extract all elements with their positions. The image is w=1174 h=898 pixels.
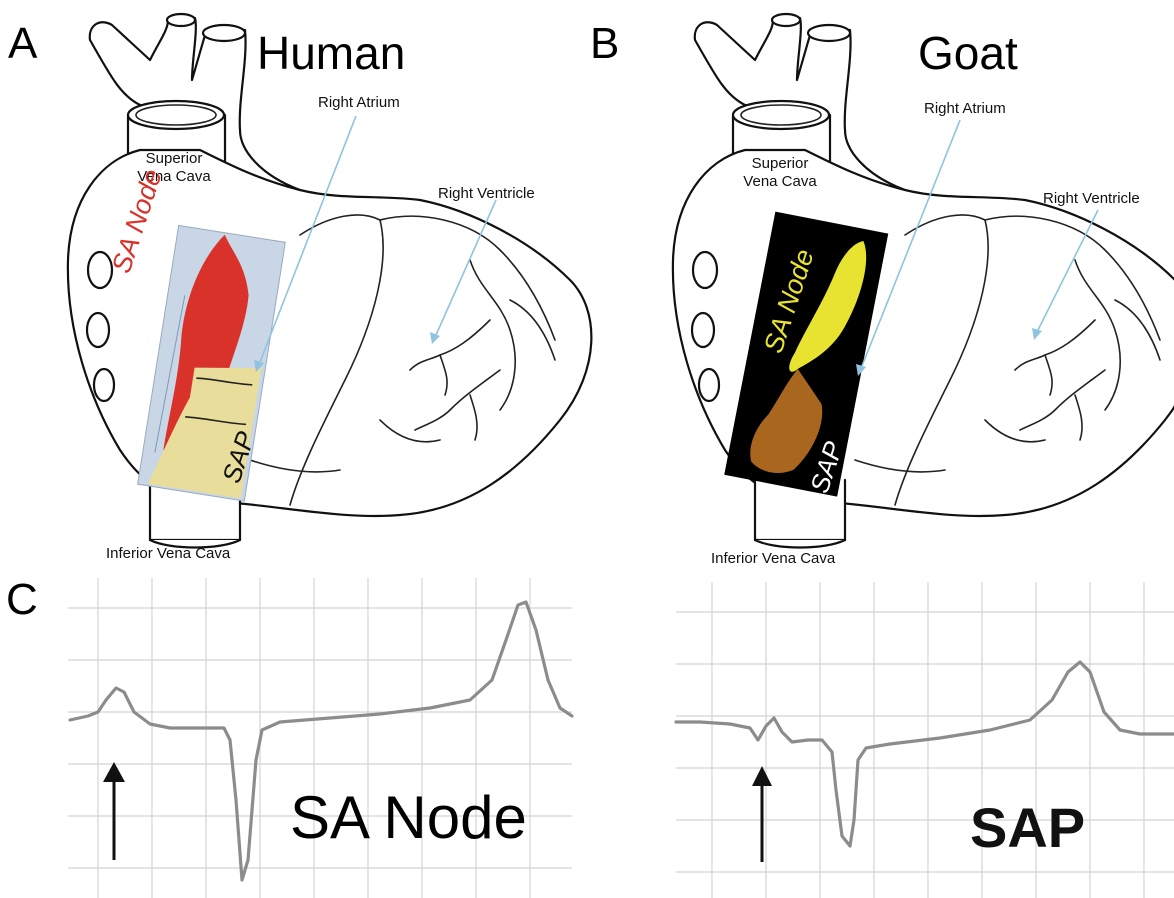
species-title-goat: Goat <box>918 30 1018 76</box>
label-inferior-vena-cava-a: Inferior Vena Cava <box>106 545 230 563</box>
ecg-label-sap: SAP <box>970 800 1085 856</box>
label-right-ventricle-a: Right Ventricle <box>438 185 535 203</box>
label-superior-vena-cava-b: Superior Vena Cava <box>735 155 825 191</box>
label-right-ventricle-b: Right Ventricle <box>1043 190 1140 208</box>
label-inferior-vena-cava-b: Inferior Vena Cava <box>711 550 835 568</box>
panel-letter-a: A <box>8 22 37 66</box>
svc-line1: Superior <box>129 150 219 168</box>
label-right-atrium-a: Right Atrium <box>318 94 400 112</box>
svc-line2: Vena Cava <box>735 173 825 191</box>
species-title-human: Human <box>257 30 405 76</box>
svc-line1: Superior <box>735 155 825 173</box>
label-right-atrium-b: Right Atrium <box>924 100 1006 118</box>
panel-letter-b: B <box>590 22 619 66</box>
panel-letter-c: C <box>6 578 38 622</box>
ecg-label-sa-node: SA Node <box>290 788 527 848</box>
